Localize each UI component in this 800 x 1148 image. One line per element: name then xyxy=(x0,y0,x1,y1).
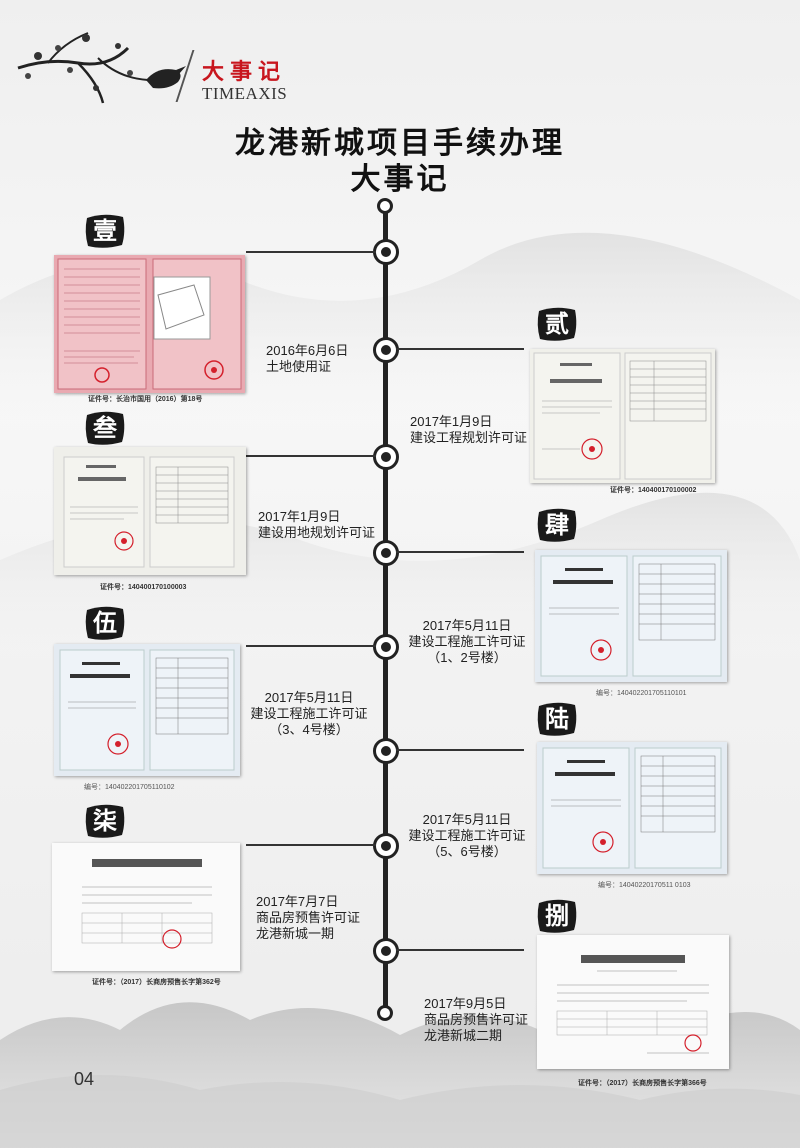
event-5-name: 建设工程施工许可证 xyxy=(250,706,368,721)
certificate-image-7 xyxy=(52,843,240,971)
certificate-image-6 xyxy=(537,742,727,874)
event-7-label: 2017年7月7日 商品房预售许可证 龙港新城一期 xyxy=(256,894,360,942)
timeline-node-8 xyxy=(373,938,399,964)
certificate-caption-1: 证件号：长治市国用（2016）第18号 xyxy=(88,396,203,403)
connector-7 xyxy=(246,844,376,846)
certificate-caption-4: 编号：140402201705110101 xyxy=(596,690,687,697)
event-1-date: 2016年6月6日 xyxy=(266,343,349,358)
timeline-node-2 xyxy=(373,337,399,363)
event-4-date: 2017年5月11日 xyxy=(422,618,512,633)
event-4-label: 2017年5月11日 建设工程施工许可证 （1、2号楼） xyxy=(398,618,536,666)
event-3-name: 建设用地规划许可证 xyxy=(258,525,376,540)
event-7-name: 商品房预售许可证 xyxy=(256,910,361,925)
connector-8 xyxy=(396,949,524,951)
timeline-node-7 xyxy=(373,833,399,859)
event-1-label: 2016年6月6日 土地使用证 xyxy=(266,343,348,375)
certificate-caption-7: 证件号：（2017）长商房预售长字第362号 xyxy=(92,979,221,986)
event-8-scope: 龙港新城二期 xyxy=(424,1028,503,1043)
certificate-image-2 xyxy=(530,349,715,483)
numeral-badge-6: 陆 xyxy=(536,700,578,738)
timeline-node-3 xyxy=(373,444,399,470)
connector-5 xyxy=(246,645,376,647)
timeline-node-4 xyxy=(373,540,399,566)
event-6-date: 2017年5月11日 xyxy=(422,812,512,827)
event-5-date: 2017年5月11日 xyxy=(264,690,354,705)
timeline-axis xyxy=(383,208,388,1010)
page-number: 04 xyxy=(74,1069,95,1089)
certificate-image-1 xyxy=(54,255,245,393)
construction-permit-illustration xyxy=(59,649,235,771)
event-6-name: 建设工程施工许可证 xyxy=(408,828,526,843)
timeline-bottom-cap xyxy=(377,1005,393,1021)
event-3-date: 2017年1月9日 xyxy=(258,509,341,524)
certificate-image-3 xyxy=(54,447,246,575)
event-5-scope: （3、4号楼） xyxy=(269,722,349,737)
event-8-name: 商品房预售许可证 xyxy=(424,1012,529,1027)
event-5-label: 2017年5月11日 建设工程施工许可证 （3、4号楼） xyxy=(240,690,378,738)
timeline-node-5 xyxy=(373,634,399,660)
page-title-line2: 大事记 xyxy=(350,162,450,197)
certificate-caption-2: 证件号：140400170100002 xyxy=(610,487,697,494)
numeral-badge-1: 壹 xyxy=(84,212,126,250)
logo-subtitle: TIMEAXIS xyxy=(202,84,288,103)
land-planning-permit-illustration xyxy=(63,456,235,568)
event-4-name: 建设工程施工许可证 xyxy=(408,634,526,649)
event-4-scope: （1、2号楼） xyxy=(427,650,507,665)
plum-branch-bird-icon xyxy=(17,32,186,104)
presale-permit-illustration xyxy=(556,955,709,1054)
numeral-badge-3: 叁 xyxy=(84,409,126,447)
numeral-badge-2: 贰 xyxy=(536,305,578,343)
connector-6 xyxy=(396,749,524,751)
numeral-badge-8: 捌 xyxy=(536,897,578,935)
connector-3 xyxy=(246,455,376,457)
page-title: 龙港新城项目手续办理 xyxy=(235,126,565,161)
connector-1 xyxy=(246,251,376,253)
numeral-badge-4: 肆 xyxy=(536,506,578,544)
event-6-scope: （5、6号楼） xyxy=(427,844,507,859)
connector-2 xyxy=(396,348,524,350)
timeline-node-1 xyxy=(373,239,399,265)
certificate-image-8 xyxy=(537,935,729,1069)
event-3-label: 2017年1月9日 建设用地规划许可证 xyxy=(258,509,375,541)
land-certificate-illustration xyxy=(57,258,242,390)
certificate-image-5 xyxy=(54,644,240,776)
timeline-node-6 xyxy=(373,738,399,764)
logo-title: 大事记 xyxy=(202,59,287,85)
event-2-name: 建设工程规划许可证 xyxy=(410,430,528,445)
connector-4 xyxy=(396,551,524,553)
event-2-date: 2017年1月9日 xyxy=(410,414,493,429)
event-7-scope: 龙港新城一期 xyxy=(256,926,335,941)
numeral-badge-5: 伍 xyxy=(84,604,126,642)
event-8-date: 2017年9月5日 xyxy=(424,996,507,1011)
construction-permit-illustration xyxy=(540,555,722,677)
event-7-date: 2017年7月7日 xyxy=(256,894,339,909)
presale-permit-illustration xyxy=(81,859,213,949)
numeral-badge-7: 柒 xyxy=(84,802,126,840)
event-6-label: 2017年5月11日 建设工程施工许可证 （5、6号楼） xyxy=(398,812,536,860)
certificate-image-4 xyxy=(535,550,727,682)
certificate-caption-3: 证件号：140400170100003 xyxy=(100,584,187,591)
certificate-caption-5: 编号：140402201705110102 xyxy=(84,784,175,791)
event-2-label: 2017年1月9日 建设工程规划许可证 xyxy=(410,414,527,446)
construction-permit-illustration xyxy=(542,747,722,869)
certificate-caption-6: 编号：14040220170511 0103 xyxy=(598,882,691,889)
certificate-caption-8: 证件号：（2017）长商房预售长字第366号 xyxy=(578,1080,707,1087)
event-8-label: 2017年9月5日 商品房预售许可证 龙港新城二期 xyxy=(424,996,528,1044)
planning-permit-illustration xyxy=(533,352,712,480)
event-1-name: 土地使用证 xyxy=(266,359,332,374)
timeline-top-cap xyxy=(377,198,393,214)
